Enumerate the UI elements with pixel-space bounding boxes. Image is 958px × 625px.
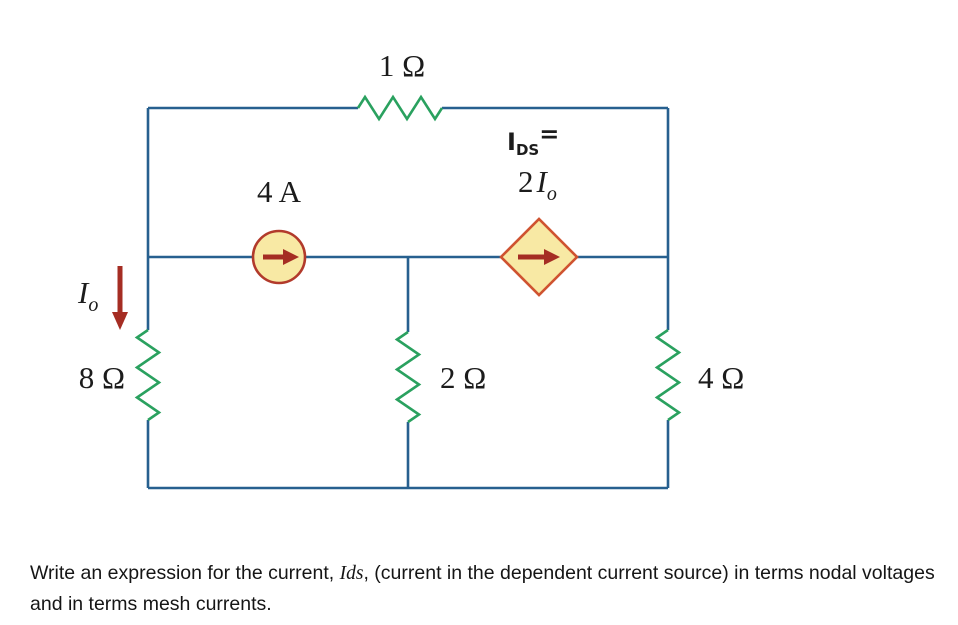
label-2io-coeff: 2 [518, 164, 534, 199]
current-source-4a-arrow [263, 249, 299, 265]
label-ids-sub: DS [516, 141, 539, 159]
resistor-1ohm-symbol [356, 94, 444, 122]
resistor-2ohm-symbol [394, 330, 422, 424]
label-ids: IDS= [507, 120, 559, 159]
label-2io-sub: o [547, 183, 557, 205]
label-2io-main: I [536, 164, 549, 199]
label-1ohm: 1 Ω [379, 48, 425, 83]
label-ids-main: I [507, 128, 516, 156]
question-text: Write an expression for the current, Ids… [30, 558, 935, 619]
label-ids-eq: = [539, 120, 559, 148]
question-ids-symbol: Ids [339, 562, 364, 584]
label-8ohm: 8 Ω [79, 360, 125, 395]
resistor-4ohm-symbol [654, 328, 682, 422]
label-4a: 4 A [257, 174, 302, 209]
resistor-8ohm-symbol [134, 328, 162, 422]
label-2io: 2Io [518, 164, 557, 205]
label-2ohm: 2 Ω [440, 360, 486, 395]
label-io-main: I [77, 275, 90, 310]
dependent-source-arrow [518, 249, 560, 265]
question-after: , (current in the dependent current sour… [30, 561, 935, 615]
question-before: Write an expression for the current, [30, 561, 340, 584]
io-current-arrow [112, 266, 128, 330]
circuit-diagram: 1 Ω 4 A 8 Ω 2 Ω 4 Ω Io IDS= 2Io [77, 48, 744, 490]
label-4ohm: 4 Ω [698, 360, 744, 395]
label-io-sub: o [88, 294, 98, 316]
label-io: Io [77, 275, 98, 316]
